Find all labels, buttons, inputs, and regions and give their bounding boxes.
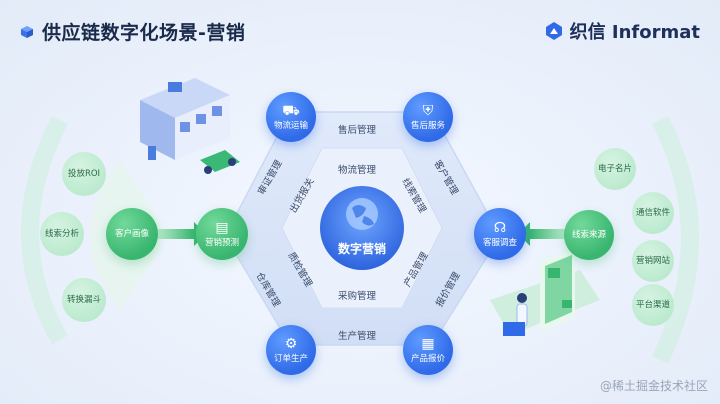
inner-label-logistics: 物流管理 <box>338 165 377 176</box>
node-ad-roi[interactable]: 投放ROI <box>62 152 106 196</box>
node-customer-profile[interactable]: 客户画像 <box>106 208 158 260</box>
truck-icon: ⛟ <box>282 102 300 119</box>
edge-label-production: 生产管理 <box>338 331 377 342</box>
node-lead-analysis[interactable]: 线索分析 <box>40 212 84 256</box>
node-conversion-funnel[interactable]: 转换漏斗 <box>62 278 106 322</box>
right-arrow <box>530 229 566 239</box>
node-product-quote[interactable]: ▦ 产品报价 <box>403 325 453 375</box>
warehouse-illustration <box>140 78 240 174</box>
node-marketing-website[interactable]: 营销网站 <box>632 240 674 282</box>
node-customer-survey[interactable]: ☊ 客服调查 <box>474 208 526 260</box>
page-title-group: 供应链数字化场景-营销 <box>20 18 245 45</box>
left-arrow <box>158 229 194 239</box>
node-messaging-software[interactable]: 通信软件 <box>632 192 674 234</box>
document-icon: ▤ <box>215 219 229 236</box>
factory-icon: ⚙ <box>284 335 298 352</box>
cube-icon <box>21 25 33 38</box>
shield-icon: ⛨ <box>422 102 434 119</box>
grid-icon: ▦ <box>421 335 435 352</box>
page-title: 供应链数字化场景-营销 <box>42 22 246 44</box>
node-aftersales-service[interactable]: ⛨ 售后服务 <box>403 92 453 142</box>
node-logistics-transport[interactable]: ⛟ 物流运输 <box>266 92 316 142</box>
inner-label-purchase: 采购管理 <box>338 291 377 302</box>
edge-label-aftersales: 售后管理 <box>338 125 377 136</box>
node-platform-channel[interactable]: 平台渠道 <box>632 284 674 326</box>
logo-icon <box>545 22 562 40</box>
brand-logo: 织信 Informat <box>544 18 700 44</box>
node-order-production[interactable]: ⚙ 订单生产 <box>266 325 316 375</box>
node-lead-source[interactable]: 线索来源 <box>564 210 614 260</box>
core-label: 数字营销 <box>337 242 386 256</box>
watermark: @稀土掘金技术社区 <box>599 379 708 393</box>
node-e-card[interactable]: 电子名片 <box>594 148 636 190</box>
phone-illustration <box>490 248 600 336</box>
node-marketing-forecast[interactable]: ▤ 营销预测 <box>196 208 248 260</box>
logo-text: 织信 Informat <box>569 22 700 43</box>
headset-icon: ☊ <box>493 219 507 236</box>
